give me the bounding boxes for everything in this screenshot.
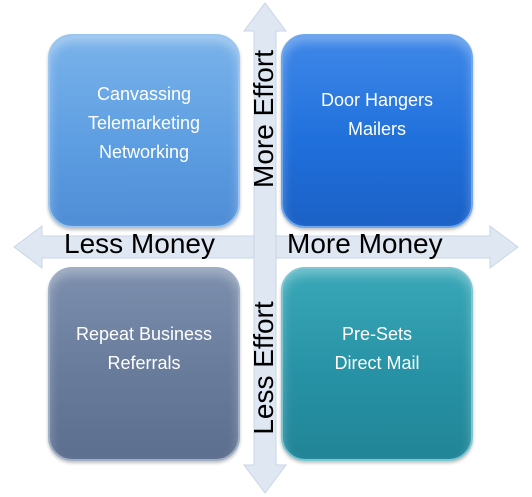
quadrant-line: Direct Mail [334, 353, 420, 373]
axis-label-more-money: More Money [287, 228, 443, 259]
axis-label-less-money: Less Money [64, 228, 215, 259]
quadrant-pre-sets: Pre-Sets Direct Mail [281, 267, 473, 461]
quadrant-canvassing: Canvassing Telemarketing Networking [48, 34, 240, 228]
quadrant-line: Canvassing [96, 83, 192, 104]
quadrant-line: Networking [98, 141, 190, 162]
quadrant-line: Telemarketing [87, 112, 201, 133]
quadrant-line: Referrals [107, 353, 181, 373]
axis-label-less-effort: Less Effort [248, 301, 279, 435]
quadrant-door-hangers: Door Hangers Mailers [281, 34, 473, 228]
axis-label-more-effort: More Effort [248, 50, 279, 188]
vertical-axis-arrow [243, 2, 287, 494]
quadrant-line: Pre-Sets [341, 324, 412, 344]
quadrant-repeat-business: Repeat Business Referrals [48, 267, 240, 461]
quadrant-line: Mailers [347, 118, 406, 139]
quadrant-line: Door Hangers [320, 89, 434, 110]
quadrant-line: Repeat Business [75, 324, 213, 344]
